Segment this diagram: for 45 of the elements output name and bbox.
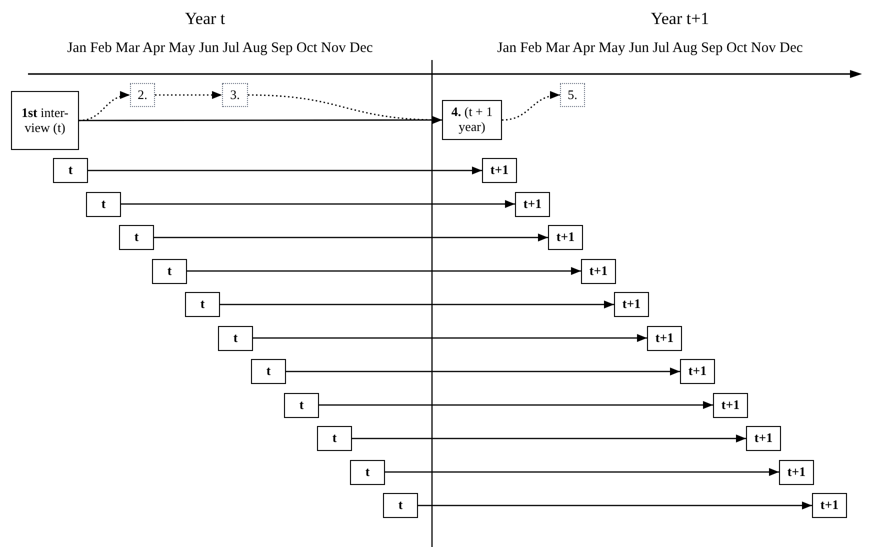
interview-box: t [119,225,154,250]
heading-text: Jan Feb Mar Apr May Jun Jul Aug Sep Oct Nov Dec [66,39,374,58]
arrow [220,300,614,308]
interview-box: t+1 [779,460,814,484]
arrow [88,166,482,174]
dotted-box: 2. [130,83,155,107]
interview-box: t [383,493,418,518]
interview-box: t+1 [515,192,550,216]
interview-box: t+1 [482,158,517,183]
heading-text: Jan Feb Mar Apr May Jun Jul Aug Sep Oct Nov Dec [496,39,804,58]
interview-box: 1st inter-view (t) [11,91,79,150]
arrow [121,200,515,208]
interview-box: t [251,359,286,384]
arrow [418,502,812,510]
dotted-box: 3. [222,83,248,107]
arrow [154,234,548,242]
interview-box: t [185,292,220,317]
dotted-box: 5. [560,83,585,107]
interview-box: t+1 [812,493,847,518]
interview-box: t+1 [680,359,715,384]
interview-box: t [284,392,319,418]
interview-box: t+1 [647,326,682,350]
interview-box: t [86,192,121,216]
arrow [352,434,746,442]
arrow [502,92,560,121]
heading-text: Year t [184,8,226,30]
arrow [385,468,779,476]
interview-box: t+1 [746,426,781,451]
arrow [155,91,222,99]
interview-box: t [317,426,352,451]
interview-box: t [350,460,385,484]
interview-box: t+1 [548,225,583,250]
arrow [319,401,713,409]
interview-box: t+1 [614,292,649,317]
interview-box: t [53,158,88,183]
arrow [286,368,680,376]
arrow [253,334,647,342]
arrow [187,267,581,275]
interview-box: t [218,326,253,350]
interview-box: t+1 [713,392,748,418]
heading-text: Year t+1 [650,8,710,30]
arrow [79,116,442,124]
interview-box: 4. (t + 1 year) [442,100,502,140]
interview-box: t [152,258,187,284]
interview-box: t+1 [581,258,616,284]
